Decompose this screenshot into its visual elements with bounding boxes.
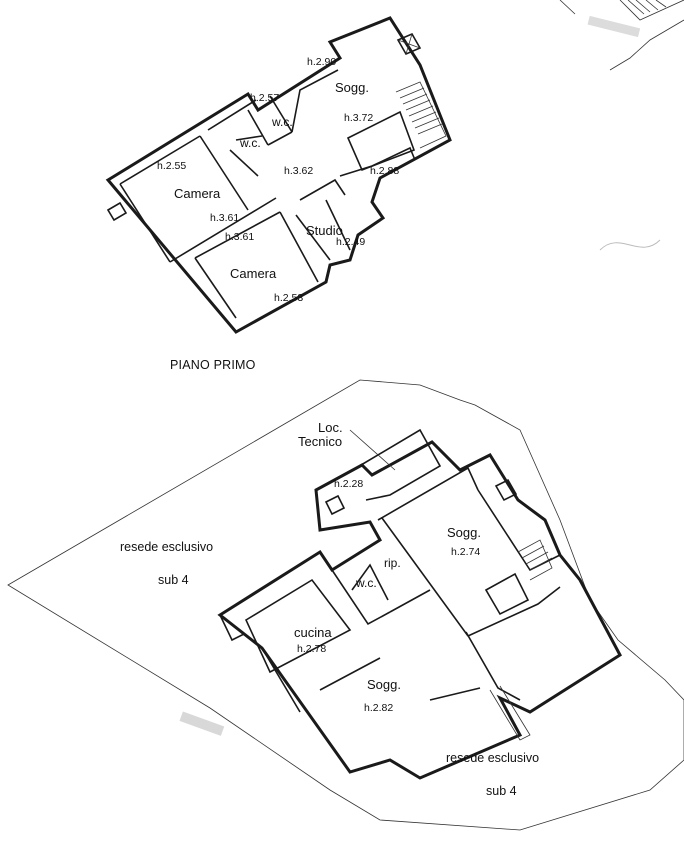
lot-boundary (7, 379, 684, 831)
ground-floor-stairs (484, 539, 553, 616)
loc-tecnico-label-line2: Tecnico (298, 434, 343, 449)
ground-floor-outer-wall (217, 440, 622, 780)
first-floor-wc-2-label: w.c. (240, 136, 261, 150)
height-label-288: h.2.88 (370, 165, 400, 177)
height-label-282: h.2.82 (364, 702, 394, 714)
ground-floor-soggiorno-1-label: Sogg. (447, 525, 481, 540)
height-label-249: h.2.49 (336, 236, 366, 248)
blurred-street-label (179, 15, 641, 736)
resede-left-label: resede esclusivo (120, 540, 214, 554)
first-floor-stairs (346, 81, 447, 172)
height-label-255: h.2.55 (157, 160, 187, 172)
height-label-361-a: h.3.61 (210, 212, 240, 224)
height-label-278: h.2.78 (297, 643, 327, 655)
first-floor-camera-1-label: Camera (174, 186, 221, 201)
loc-tecnico-label-line1: Loc. (318, 420, 343, 435)
height-label-372: h.3.72 (344, 112, 374, 124)
neighbour-parcel (559, 0, 684, 251)
height-label-361-b: h.3.61 (225, 231, 255, 243)
height-label-257: h.2.57 (250, 92, 280, 104)
ground-floor-cucina-label: cucina (294, 625, 332, 640)
resede-right-label: resede esclusivo (446, 751, 540, 765)
first-floor-wc-1-label: w.c. (272, 115, 293, 129)
height-label-253: h.2.53 (274, 292, 304, 304)
first-floor-outer-wall (105, 16, 452, 334)
ground-floor-soggiorno-2-label: Sogg. (367, 677, 401, 692)
first-floor-title: PIANO PRIMO (170, 358, 256, 372)
ground-floor-wc-label: w.c. (356, 576, 377, 590)
hatched-corner (619, 0, 684, 21)
height-label-228: h.2.28 (334, 478, 364, 490)
first-floor-camera-2-label: Camera (230, 266, 277, 281)
height-label-274: h.2.74 (451, 546, 481, 558)
height-label-290: h.2.90 (307, 56, 337, 68)
height-label-362: h.3.62 (284, 165, 314, 177)
ground-floor-site (7, 379, 684, 831)
resede-left-sub-label: sub 4 (158, 573, 189, 587)
first-floor-studio-label: Studio (306, 223, 343, 238)
ground-floor-rip-label: rip. (384, 556, 401, 570)
first-floor-plan (105, 16, 452, 334)
resede-right-sub-label: sub 4 (486, 784, 517, 798)
first-floor-soggiorno-label: Sogg. (335, 80, 369, 95)
